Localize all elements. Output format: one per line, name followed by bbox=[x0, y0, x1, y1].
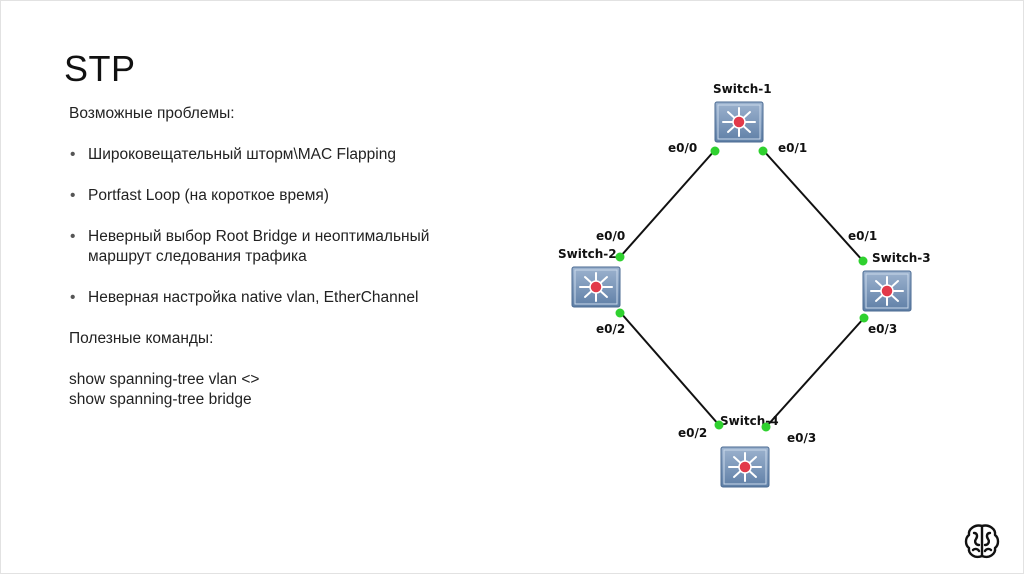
port-label: e0/1 bbox=[778, 141, 807, 155]
port-dot-sw2-e0-2 bbox=[615, 308, 625, 318]
port-label: e0/0 bbox=[596, 229, 625, 243]
slide-title: STP bbox=[64, 48, 136, 89]
slide-content: Возможные проблемы: •Широковещательный ш… bbox=[69, 104, 489, 410]
command-line: show spanning-tree vlan <> bbox=[69, 371, 260, 388]
bullet-icon: • bbox=[70, 187, 76, 204]
brain-icon bbox=[964, 524, 1000, 559]
port-dot-sw1-e0-1 bbox=[758, 146, 768, 156]
port-label: e0/0 bbox=[668, 141, 697, 155]
problem-item: •Неверная настройка native vlan, EtherCh… bbox=[70, 289, 419, 306]
switch-3-icon[interactable] bbox=[862, 270, 912, 312]
port-label: e0/2 bbox=[678, 426, 707, 440]
port-label: e0/1 bbox=[848, 229, 877, 243]
switch-1-icon[interactable] bbox=[714, 101, 764, 143]
port-dot-sw4-e0-2 bbox=[714, 420, 724, 430]
bullet-icon: • bbox=[70, 228, 76, 245]
switch-4-icon[interactable] bbox=[720, 446, 770, 488]
bullet-icon: • bbox=[70, 289, 76, 306]
port-label: e0/3 bbox=[787, 431, 816, 445]
problem-item: •Неверный выбор Root Bridge и неоптималь… bbox=[70, 228, 430, 265]
problems-heading: Возможные проблемы: bbox=[69, 105, 235, 122]
switch-2-icon[interactable] bbox=[571, 266, 621, 308]
commands-heading: Полезные команды: bbox=[69, 330, 214, 347]
port-label: e0/3 bbox=[868, 322, 897, 336]
port-dot-sw1-e0-0 bbox=[710, 146, 720, 156]
port-dot-sw2-e0-0 bbox=[615, 252, 625, 262]
problem-item: •Широковещательный шторм\MAC Flapping bbox=[70, 146, 396, 163]
link-sw3-sw4 bbox=[765, 317, 865, 428]
port-dot-sw4-e0-3 bbox=[761, 422, 771, 432]
problem-item: •Portfast Loop (на короткое время) bbox=[70, 187, 329, 204]
link-sw1-sw2 bbox=[619, 149, 716, 258]
switch-1-label: Switch-1 bbox=[713, 82, 772, 96]
problems-list: •Широковещательный шторм\MAC Flapping •P… bbox=[69, 145, 489, 308]
link-sw2-sw4 bbox=[619, 311, 720, 426]
link-sw1-sw3 bbox=[762, 149, 864, 262]
command-line: show spanning-tree bridge bbox=[69, 391, 252, 408]
port-dot-sw3-e0-3 bbox=[859, 313, 869, 323]
switch-2-label: Switch-2 bbox=[558, 247, 617, 261]
bullet-icon: • bbox=[70, 146, 76, 163]
port-label: e0/2 bbox=[596, 322, 625, 336]
port-dot-sw3-e0-1 bbox=[858, 256, 868, 266]
switch-3-label: Switch-3 bbox=[872, 251, 931, 265]
